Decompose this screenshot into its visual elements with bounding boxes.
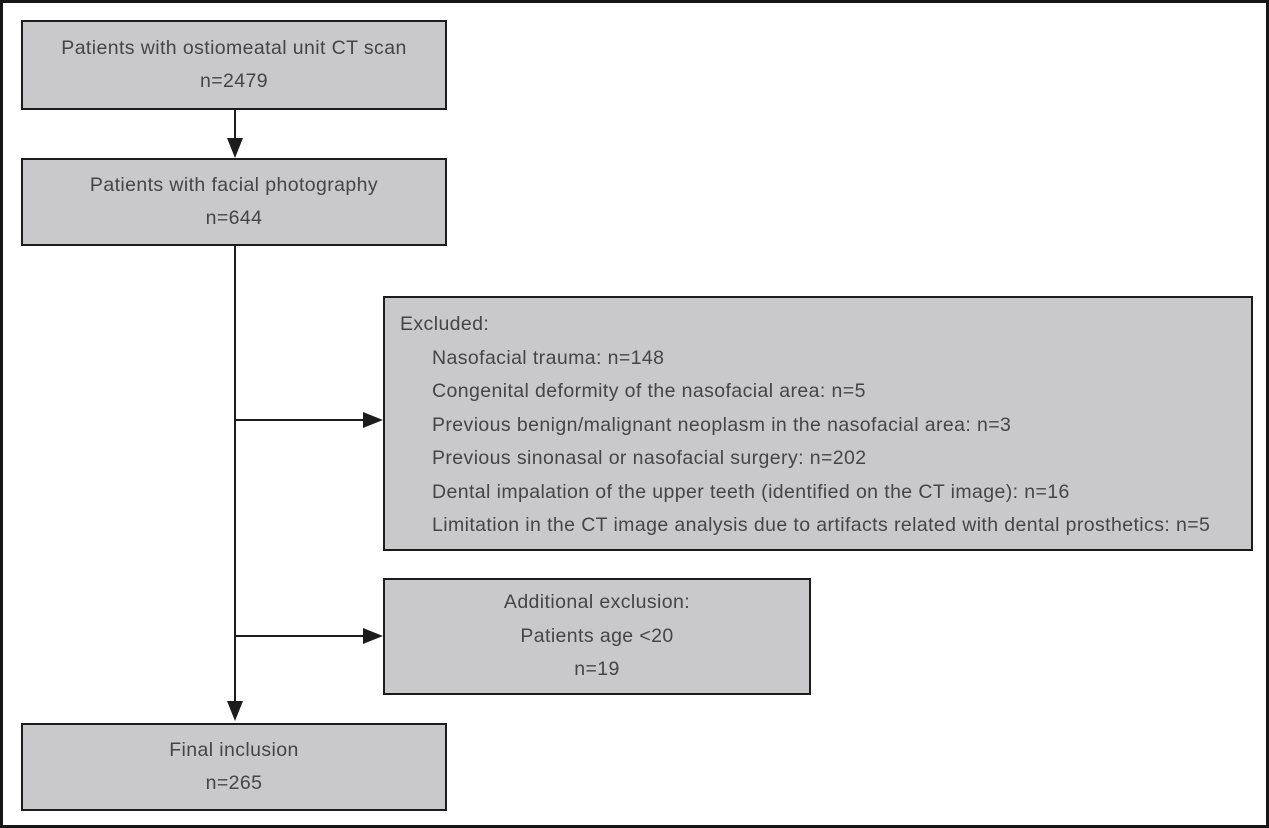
- additional-exclusion-condition: Patients age <20: [520, 624, 674, 647]
- arrowhead-down-icon: [227, 701, 243, 721]
- excluded-item: Congenital deformity of the nasofacial a…: [432, 380, 866, 402]
- arrowhead-down-icon: [227, 138, 243, 158]
- box-facial-photography: Patients with facial photography n=644: [21, 158, 447, 246]
- connector-to-excluded: [234, 419, 364, 421]
- box-ct-scan: Patients with ostiomeatal unit CT scan n…: [21, 20, 447, 110]
- excluded-item: Previous benign/malignant neoplasm in th…: [432, 413, 1012, 436]
- excluded-item: Nasofacial trauma: n=148: [432, 346, 665, 369]
- excluded-title: Excluded:: [400, 313, 490, 335]
- box-final-inclusion-label: Final inclusion: [169, 739, 299, 762]
- additional-exclusion-title: Additional exclusion:: [503, 591, 691, 614]
- connector-box1-to-box2: [234, 110, 236, 140]
- excluded-item: Dental impalation of the upper teeth (id…: [432, 480, 1070, 503]
- box-facial-photography-label: Patients with facial photography: [89, 174, 379, 197]
- arrowhead-right-icon: [363, 412, 383, 428]
- box-final-inclusion: Final inclusion n=265: [21, 723, 447, 811]
- box-final-inclusion-count: n=265: [205, 771, 263, 794]
- connector-to-additional-exclusion: [234, 635, 364, 637]
- box-facial-photography-count: n=644: [205, 206, 263, 229]
- arrowhead-right-icon: [363, 628, 383, 644]
- connector-box2-to-final: [234, 246, 236, 703]
- excluded-item: Limitation in the CT image analysis due …: [432, 514, 1211, 536]
- additional-exclusion-count: n=19: [574, 658, 620, 681]
- excluded-item: Previous sinonasal or nasofacial surgery…: [432, 447, 867, 469]
- box-excluded: Excluded: Nasofacial trauma: n=148 Conge…: [383, 296, 1253, 551]
- box-ct-scan-label: Patients with ostiomeatal unit CT scan: [61, 37, 407, 60]
- box-ct-scan-count: n=2479: [199, 69, 268, 92]
- box-additional-exclusion: Additional exclusion: Patients age <20 n…: [383, 578, 811, 695]
